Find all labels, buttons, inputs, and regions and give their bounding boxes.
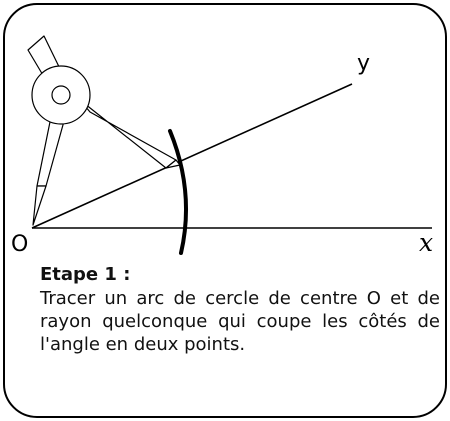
ray-label-x: x	[419, 228, 433, 257]
step-title: Etape 1 :	[40, 264, 131, 285]
construction-arc	[168, 129, 188, 255]
compass-pencil-tip	[165, 159, 181, 169]
compass-needle	[32, 185, 47, 226]
ray-label-y: y	[357, 51, 370, 76]
step-caption: Etape 1 : Tracer un arc de cercle de cen…	[40, 263, 440, 356]
vertex-label-o: O	[11, 232, 28, 257]
compass-hinge-inner	[51, 85, 71, 105]
compass-icon	[27, 35, 181, 226]
step-instructions: Tracer un arc de cercle de centre O et d…	[40, 288, 440, 355]
compass-pencil-leg	[79, 99, 177, 169]
ray-oy	[31, 83, 353, 229]
